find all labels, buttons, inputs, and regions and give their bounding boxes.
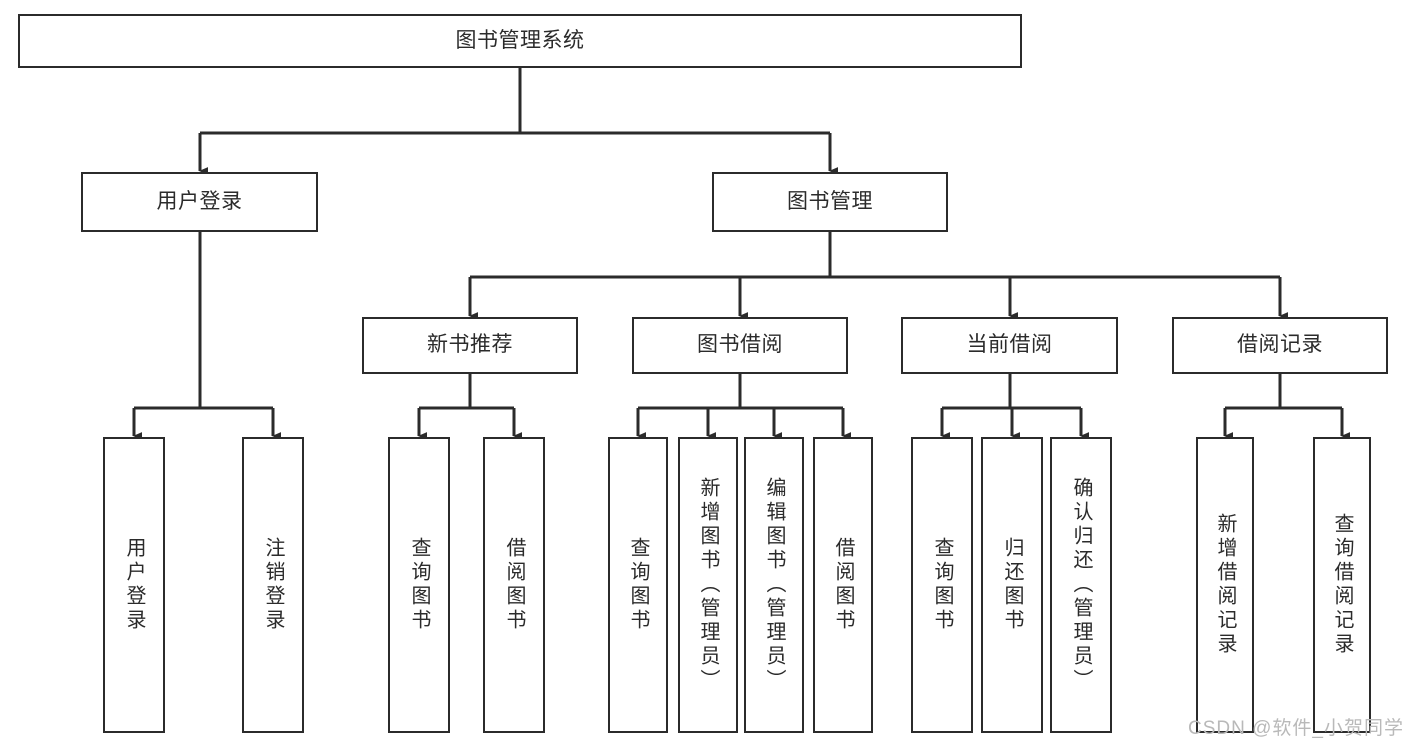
node-leaf-borrow-book-2[interactable]: 借阅图书 [813,437,873,733]
node-label: 查询借阅记录 [1331,513,1353,657]
node-label: 查询图书 [627,537,649,633]
node-new-book-rec[interactable]: 新书推荐 [362,317,578,374]
node-leaf-edit-book[interactable]: 编辑图书（管理员） [744,437,804,733]
node-borrow-record[interactable]: 借阅记录 [1172,317,1388,374]
node-label: 确认归还（管理员） [1070,477,1092,693]
node-label: 用户登录 [123,537,145,633]
node-label: 新增借阅记录 [1214,513,1236,657]
node-label: 图书管理 [787,189,873,213]
node-label: 借阅图书 [832,537,854,633]
node-current-borrow[interactable]: 当前借阅 [901,317,1118,374]
node-leaf-query-book-3[interactable]: 查询图书 [911,437,973,733]
node-label: 图书管理系统 [455,28,585,52]
node-label: 查询图书 [931,537,953,633]
node-leaf-query-record[interactable]: 查询借阅记录 [1313,437,1371,733]
node-book-borrow[interactable]: 图书借阅 [632,317,848,374]
node-label: 查询图书 [408,537,430,633]
node-user-login[interactable]: 用户登录 [81,172,318,232]
node-label: 当前借阅 [966,333,1053,357]
node-label: 新书推荐 [427,333,513,357]
node-leaf-query-book-2[interactable]: 查询图书 [608,437,668,733]
node-label: 新增图书（管理员） [697,477,719,693]
node-leaf-user-logout[interactable]: 注销登录 [242,437,304,733]
node-label: 归还图书 [1001,537,1023,633]
connector-lines [132,68,1350,440]
node-label: 借阅记录 [1237,333,1323,357]
node-leaf-return-book[interactable]: 归还图书 [981,437,1043,733]
node-leaf-borrow-book-1[interactable]: 借阅图书 [483,437,545,733]
node-label: 借阅图书 [503,537,525,633]
node-book-manage[interactable]: 图书管理 [712,172,948,232]
node-leaf-query-book-1[interactable]: 查询图书 [388,437,450,733]
node-label: 用户登录 [156,189,243,213]
node-leaf-add-record[interactable]: 新增借阅记录 [1196,437,1254,733]
node-label: 图书借阅 [697,333,783,357]
node-leaf-confirm-ret[interactable]: 确认归还（管理员） [1050,437,1112,733]
node-leaf-add-book[interactable]: 新增图书（管理员） [678,437,738,733]
node-root[interactable]: 图书管理系统 [18,14,1022,68]
node-leaf-user-login[interactable]: 用户登录 [103,437,165,733]
node-label: 编辑图书（管理员） [763,477,785,693]
node-label: 注销登录 [262,537,284,633]
